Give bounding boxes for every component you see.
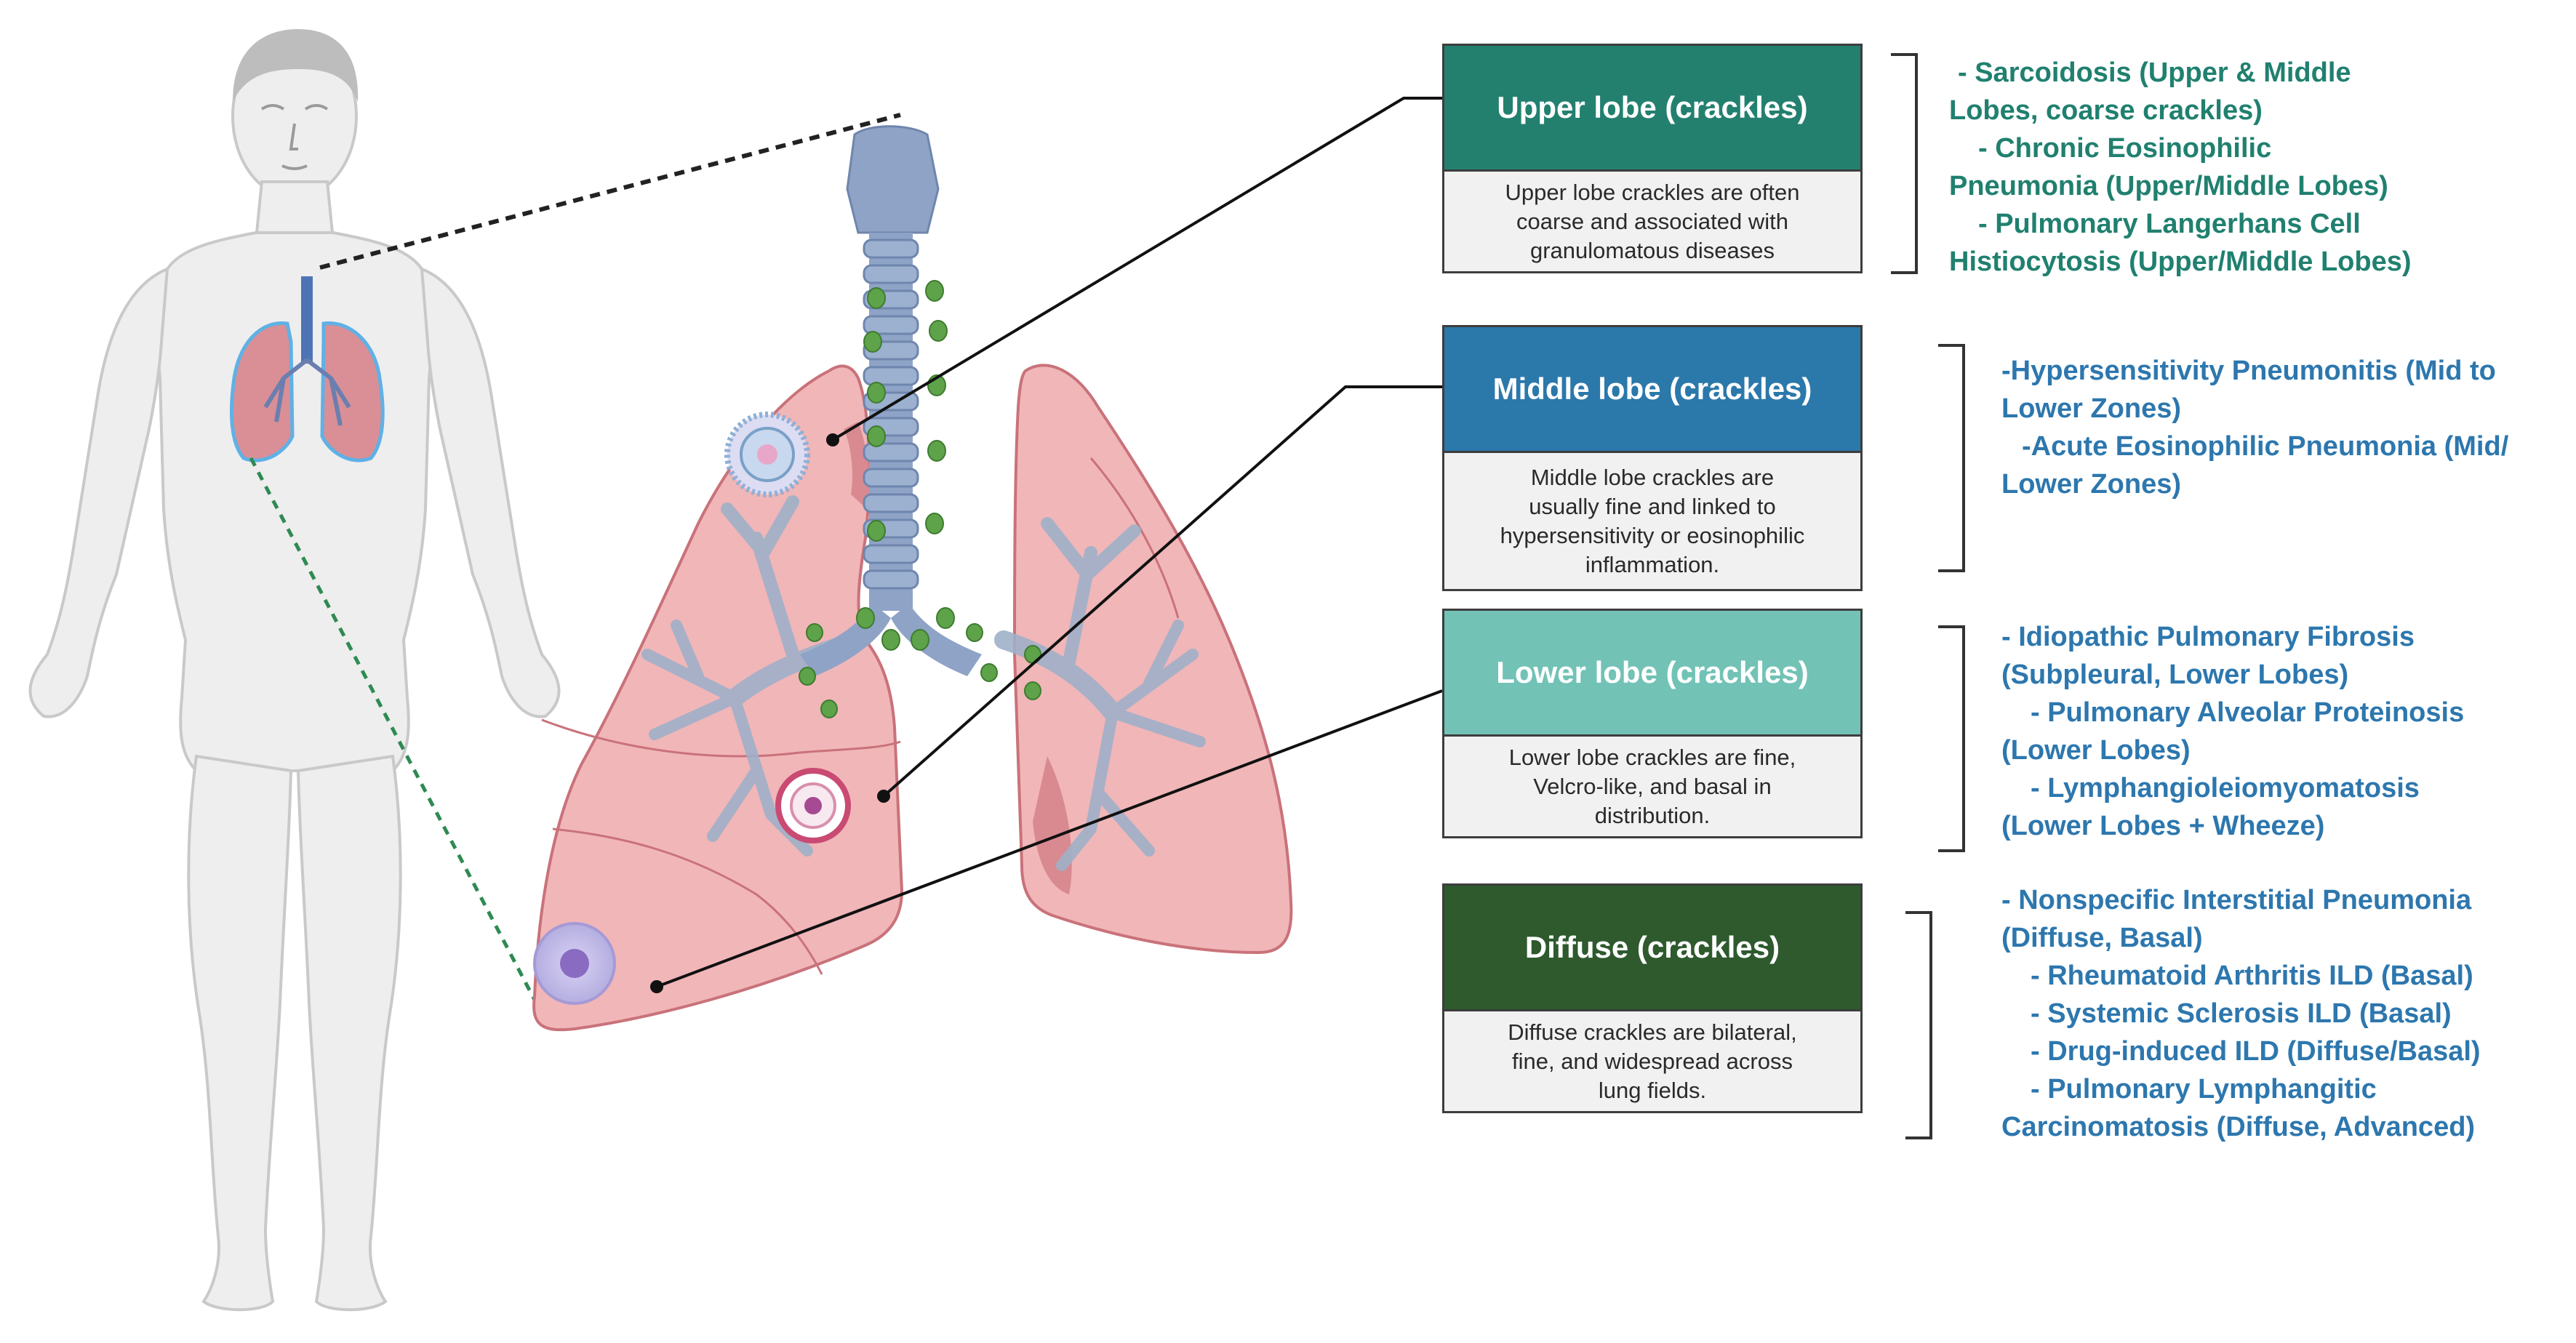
right-lung xyxy=(1012,364,1293,955)
hair xyxy=(233,29,359,102)
middle-bracket xyxy=(1938,344,1965,572)
upper-lobe-description: Upper lobe crackles are often coarse and… xyxy=(1444,169,1860,271)
lower-lobe-title: Lower lobe (crackles) xyxy=(1444,611,1860,734)
lower-leader xyxy=(656,689,1443,988)
disease-line: - Nonspecific Interstitial Pneumonia xyxy=(2001,885,2472,915)
bronchial-tree xyxy=(641,495,1206,871)
upper-lobe-diseases: - Sarcoidosis (Upper & Middle Lobes, coa… xyxy=(1949,54,2412,281)
disease-line: - Chronic Eosinophilic xyxy=(1978,133,2272,164)
middle-desc-line: hypersensitivity or eosinophilic xyxy=(1500,522,1805,548)
middle-desc-line: usually fine and linked to xyxy=(1529,493,1776,519)
lower-desc-line: distribution. xyxy=(1594,802,1711,828)
lower-desc-line: Velcro-like, and basal in xyxy=(1533,773,1772,799)
disease-line: - Drug-induced ILD (Diffuse/Basal) xyxy=(2031,1036,2481,1067)
disease-line: (Subpleural, Lower Lobes) xyxy=(2001,660,2349,690)
leader-lines xyxy=(656,97,1443,988)
disease-line: (Lower Lobes) xyxy=(2001,735,2191,766)
large-lungs xyxy=(532,364,1293,1032)
lower-desc-line: Lower lobe crackles are fine, xyxy=(1508,744,1796,770)
disease-line: Carcinomatosis (Diffuse, Advanced) xyxy=(2001,1112,2476,1142)
middle-lobe-diseases: -Hypersensitivity Pneumonitis (Mid to Lo… xyxy=(2001,352,2508,503)
disease-line: (Diffuse, Basal) xyxy=(2001,923,2203,953)
middle-desc-line: Middle lobe crackles are xyxy=(1530,464,1775,490)
middle-lobe-card: Middle lobe (crackles) Middle lobe crack… xyxy=(1442,325,1863,591)
body-lungs-small xyxy=(230,276,385,462)
upper-desc-line: Upper lobe crackles are often xyxy=(1505,179,1800,205)
disease-line: - Rheumatoid Arthritis ILD (Basal) xyxy=(2031,961,2473,991)
diffuse-desc-line: lung fields. xyxy=(1598,1077,1707,1103)
disease-line: - Lymphangioleiomyomatosis xyxy=(2031,773,2420,803)
disease-line: Histiocytosis (Upper/Middle Lobes) xyxy=(1949,246,2412,277)
upper-desc-line: granulomatous diseases xyxy=(1529,237,1775,263)
lower-bracket xyxy=(1938,625,1965,852)
middle-lobe-description: Middle lobe crackles are usually fine an… xyxy=(1444,451,1860,589)
disease-line: Pneumonia (Upper/Middle Lobes) xyxy=(1949,171,2388,201)
disease-line: - Systemic Sclerosis ILD (Basal) xyxy=(2031,998,2452,1029)
disease-line: -Hypersensitivity Pneumonitis (Mid to xyxy=(2001,356,2496,386)
diffuse-bracket xyxy=(1905,911,1932,1139)
diffuse-desc-line: fine, and widespread across xyxy=(1511,1048,1793,1074)
left-lung xyxy=(532,364,904,1032)
disease-line: - Pulmonary Langerhans Cell xyxy=(1978,209,2361,239)
diffuse-desc-line: Diffuse crackles are bilateral, xyxy=(1508,1019,1797,1045)
disease-line: - Pulmonary Alveolar Proteinosis xyxy=(2031,697,2465,728)
upper-desc-line: coarse and associated with xyxy=(1516,208,1788,234)
diffuse-description: Diffuse crackles are bilateral, fine, an… xyxy=(1444,1009,1860,1111)
disease-line: - Sarcoidosis (Upper & Middle xyxy=(1958,57,2351,88)
upper-lobe-cell xyxy=(724,412,810,497)
upper-lobe-title: Upper lobe (crackles) xyxy=(1444,46,1860,169)
disease-line: -Acute Eosinophilic Pneumonia (Mid/ xyxy=(2022,431,2509,462)
lymph-nodes xyxy=(799,280,1041,718)
disease-line: Lower Zones) xyxy=(2001,469,2182,500)
disease-line: (Lower Lobes + Wheeze) xyxy=(2001,811,2325,841)
disease-line: Lower Zones) xyxy=(2001,393,2182,424)
diffuse-title: Diffuse (crackles) xyxy=(1444,886,1860,1009)
lower-lobe-description: Lower lobe crackles are fine, Velcro-lik… xyxy=(1444,734,1860,836)
zoom-line-bottom xyxy=(249,457,537,1001)
upper-lobe-card: Upper lobe (crackles) Upper lobe crackle… xyxy=(1442,44,1863,273)
diffuse-card: Diffuse (crackles) Diffuse crackles are … xyxy=(1442,883,1863,1113)
upper-bracket xyxy=(1891,53,1918,274)
disease-line: Lobes, coarse crackles) xyxy=(1949,95,2263,126)
lower-lobe-card: Lower lobe (crackles) Lower lobe crackle… xyxy=(1442,609,1863,838)
middle-lobe-cell xyxy=(775,768,851,843)
upper-leader xyxy=(831,97,1442,441)
leader-dots xyxy=(650,433,890,993)
middle-desc-line: inflammation. xyxy=(1585,551,1720,577)
lower-lobe-diseases: - Idiopathic Pulmonary Fibrosis (Subpleu… xyxy=(2001,618,2464,845)
diffuse-diseases: - Nonspecific Interstitial Pneumonia (Di… xyxy=(2001,881,2481,1146)
middle-leader xyxy=(882,385,1442,798)
disease-line: - Idiopathic Pulmonary Fibrosis xyxy=(2001,622,2415,652)
disease-line: - Pulmonary Lymphangitic xyxy=(2031,1074,2377,1105)
bracket-lines xyxy=(1891,53,1965,1139)
zoom-line-top xyxy=(319,113,901,270)
face-details xyxy=(260,104,329,170)
lower-lobe-cell xyxy=(533,922,616,1005)
middle-lobe-title: Middle lobe (crackles) xyxy=(1444,327,1860,451)
